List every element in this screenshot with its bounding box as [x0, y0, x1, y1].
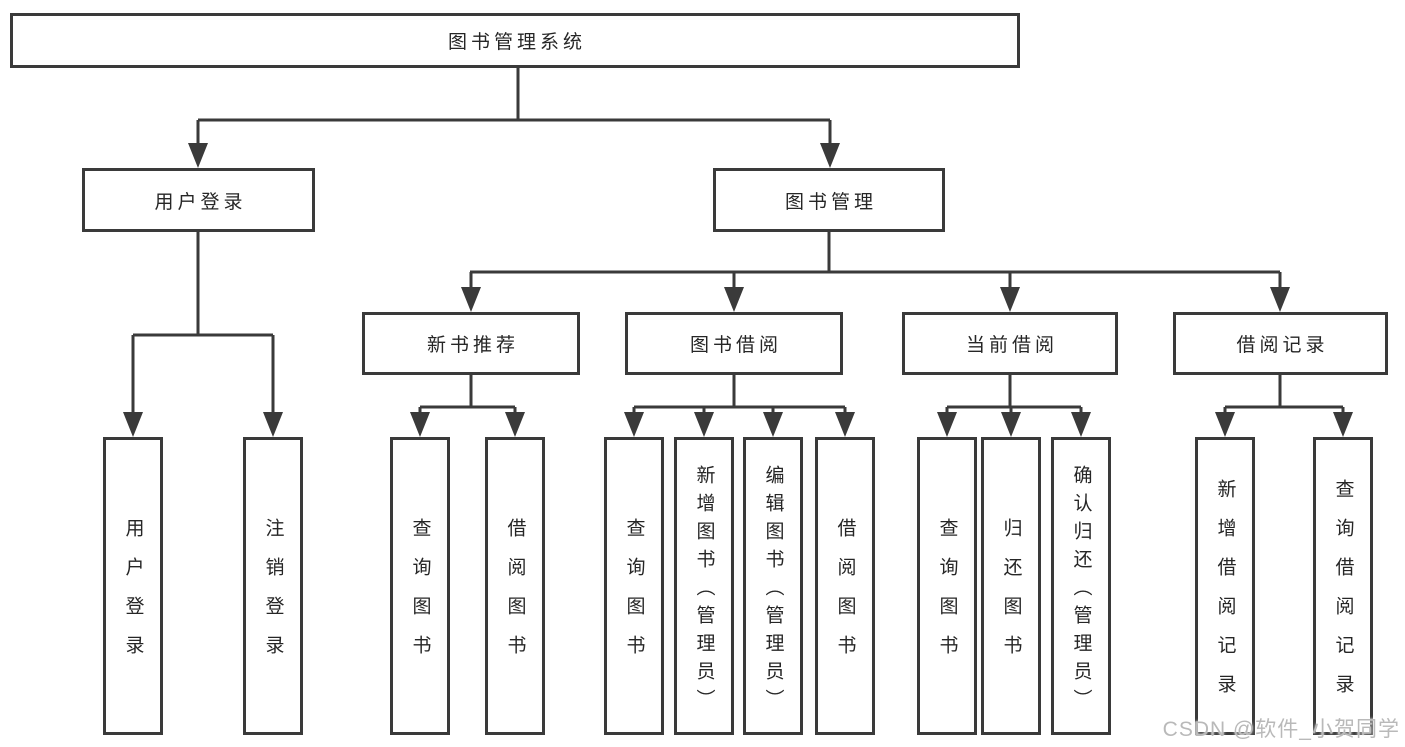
node-borrow-records: 借阅记录 [1173, 312, 1388, 375]
node-label: 图书借阅 [689, 335, 782, 356]
leaf-label: 查询图书 [409, 518, 431, 674]
leaf-edit-book-admin: 编辑图书（管理员） [743, 437, 803, 735]
leaf-add-borrow-record: 新增借阅记录 [1195, 437, 1255, 735]
node-new-book-recommend: 新书推荐 [362, 312, 580, 375]
leaf-return-books: 归还图书 [981, 437, 1041, 735]
node-user-login: 用户登录 [82, 168, 315, 232]
node-label: 图书管理系统 [447, 32, 586, 53]
node-label: 用户登录 [154, 191, 247, 213]
node-book-management: 图书管理 [713, 168, 945, 232]
node-label: 图书管理 [784, 191, 877, 213]
leaf-label: 确认归还（管理员） [1070, 464, 1092, 717]
leaf-confirm-return-admin: 确认归还（管理员） [1051, 437, 1111, 735]
node-current-borrow: 当前借阅 [902, 312, 1118, 375]
leaf-label: 查询借阅记录 [1332, 479, 1354, 713]
leaf-label: 新增图书（管理员） [693, 464, 715, 717]
leaf-label: 新增借阅记录 [1214, 479, 1236, 713]
leaf-query-books-borrow: 查询图书 [604, 437, 664, 735]
leaf-user-login: 用户登录 [103, 437, 163, 735]
watermark: CSDN @软件_小贺同学 [1162, 718, 1400, 741]
leaf-label: 归还图书 [1000, 518, 1022, 674]
node-label: 当前借阅 [965, 335, 1058, 356]
leaf-label: 借阅图书 [834, 518, 856, 674]
leaf-label: 用户登录 [122, 518, 144, 674]
leaf-query-books-current: 查询图书 [917, 437, 977, 735]
leaf-logout: 注销登录 [243, 437, 303, 735]
leaf-label: 注销登录 [262, 518, 284, 674]
leaf-borrow-books: 借阅图书 [815, 437, 875, 735]
leaf-label: 查询图书 [936, 518, 958, 674]
node-library-system: 图书管理系统 [10, 13, 1020, 68]
leaf-query-books-recommend: 查询图书 [390, 437, 450, 735]
node-book-borrow: 图书借阅 [625, 312, 843, 375]
leaf-label: 编辑图书（管理员） [762, 464, 784, 717]
node-label: 新书推荐 [426, 335, 519, 356]
leaf-label: 借阅图书 [504, 518, 526, 674]
node-label: 借阅记录 [1236, 335, 1329, 356]
leaf-add-book-admin: 新增图书（管理员） [674, 437, 734, 735]
leaf-borrow-books-recommend: 借阅图书 [485, 437, 545, 735]
leaf-label: 查询图书 [623, 518, 645, 674]
leaf-query-borrow-record: 查询借阅记录 [1313, 437, 1373, 735]
